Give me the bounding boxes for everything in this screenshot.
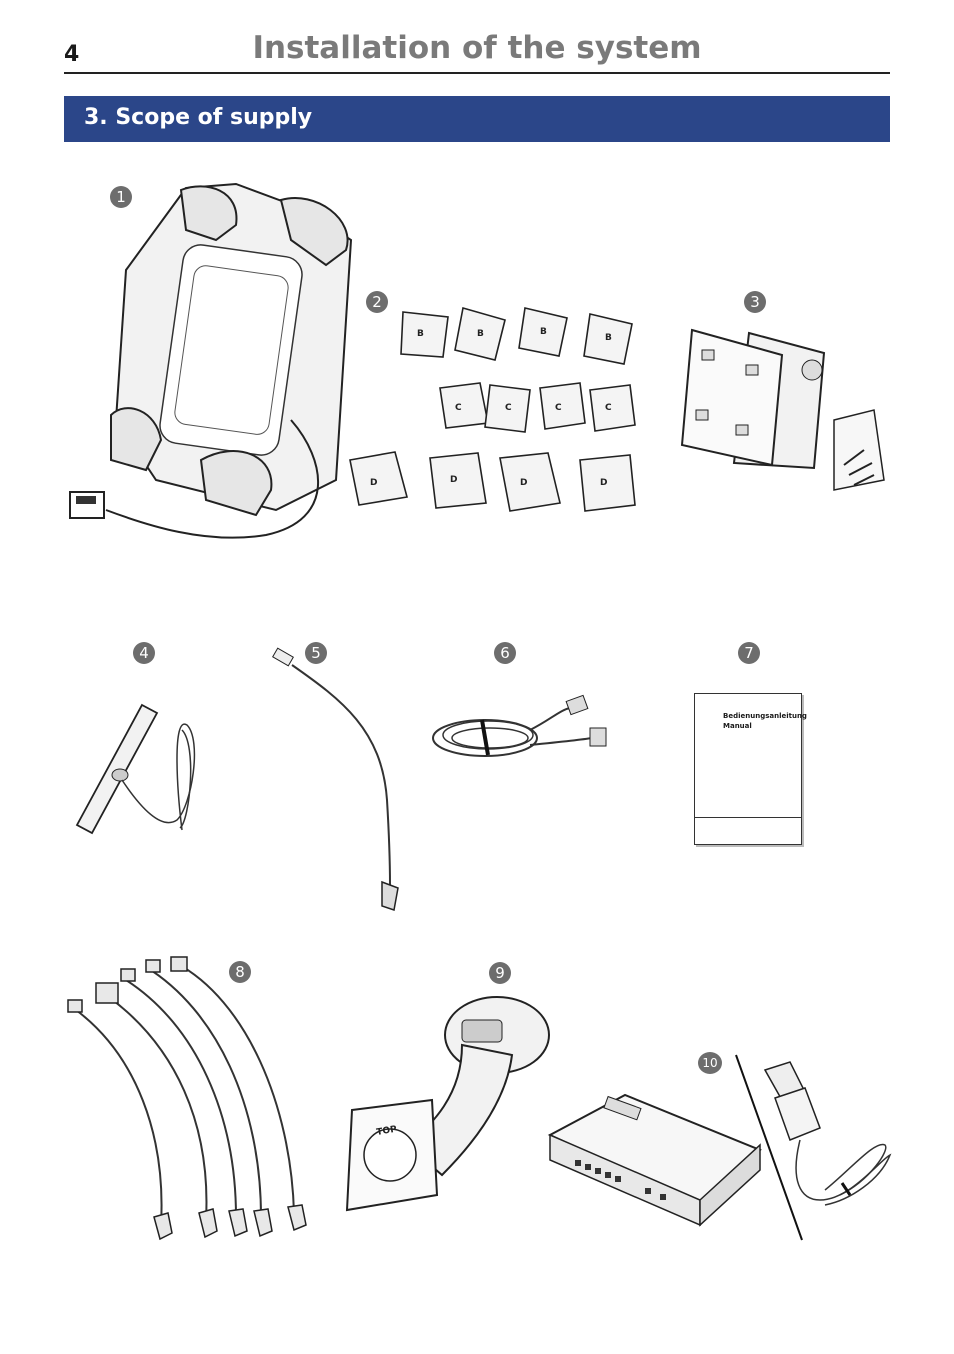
clip-label-c2: C — [505, 403, 512, 413]
antenna-illustration — [75, 703, 196, 835]
electronics-box-illustration — [547, 1093, 762, 1227]
section-bar: 3. Scope of supply — [64, 96, 890, 142]
clips-illustration: B B B B C C C C D D D D — [349, 306, 636, 512]
phone-holder-illustration — [69, 182, 353, 539]
adapter-cables-illustration — [67, 956, 307, 1241]
manual-title-en: Manual — [723, 722, 752, 730]
clip-label-c1: C — [455, 403, 462, 413]
connection-cable-illustration — [432, 694, 607, 757]
clip-label-d2: D — [450, 475, 457, 485]
page-number: 4 — [64, 42, 80, 67]
section-title: 3. Scope of supply — [84, 105, 313, 130]
manual-footer-rule — [695, 817, 801, 818]
suction-mount-illustration: TOP — [345, 996, 550, 1212]
item-marker-6: 6 — [494, 642, 516, 664]
item-marker-8: 8 — [229, 961, 251, 983]
clip-label-c4: C — [605, 403, 612, 413]
item-marker-7: 7 — [738, 642, 760, 664]
manual-title-de: Bedienungsanleitung — [723, 712, 807, 720]
mount-top-label: TOP — [376, 1124, 398, 1137]
manual-booklet: Bedienungsanleitung Manual — [694, 693, 807, 845]
item-marker-5: 5 — [305, 642, 327, 664]
clip-label-d4: D — [600, 478, 607, 488]
page-title: Installation of the system — [252, 30, 702, 66]
clip-label-b2: B — [477, 329, 484, 339]
item-marker-3: 3 — [744, 291, 766, 313]
clip-label-c3: C — [555, 403, 562, 413]
adapter-plates-illustration — [680, 328, 885, 491]
clip-label-b1: B — [417, 329, 424, 339]
item-marker-9: 9 — [489, 962, 511, 984]
title-rule — [64, 72, 890, 74]
item-marker-4: 4 — [133, 642, 155, 664]
clip-label-b4: B — [605, 333, 612, 343]
item-marker-1: 1 — [110, 186, 132, 208]
clip-label-b3: B — [540, 327, 547, 337]
clip-label-d1: D — [370, 478, 377, 488]
clip-label-d3: D — [520, 478, 527, 488]
item-marker-10: 10 — [698, 1052, 722, 1074]
item-marker-2: 2 — [366, 291, 388, 313]
usb-cable-illustration — [272, 647, 399, 911]
adapter-lead-illustration — [735, 1054, 892, 1241]
